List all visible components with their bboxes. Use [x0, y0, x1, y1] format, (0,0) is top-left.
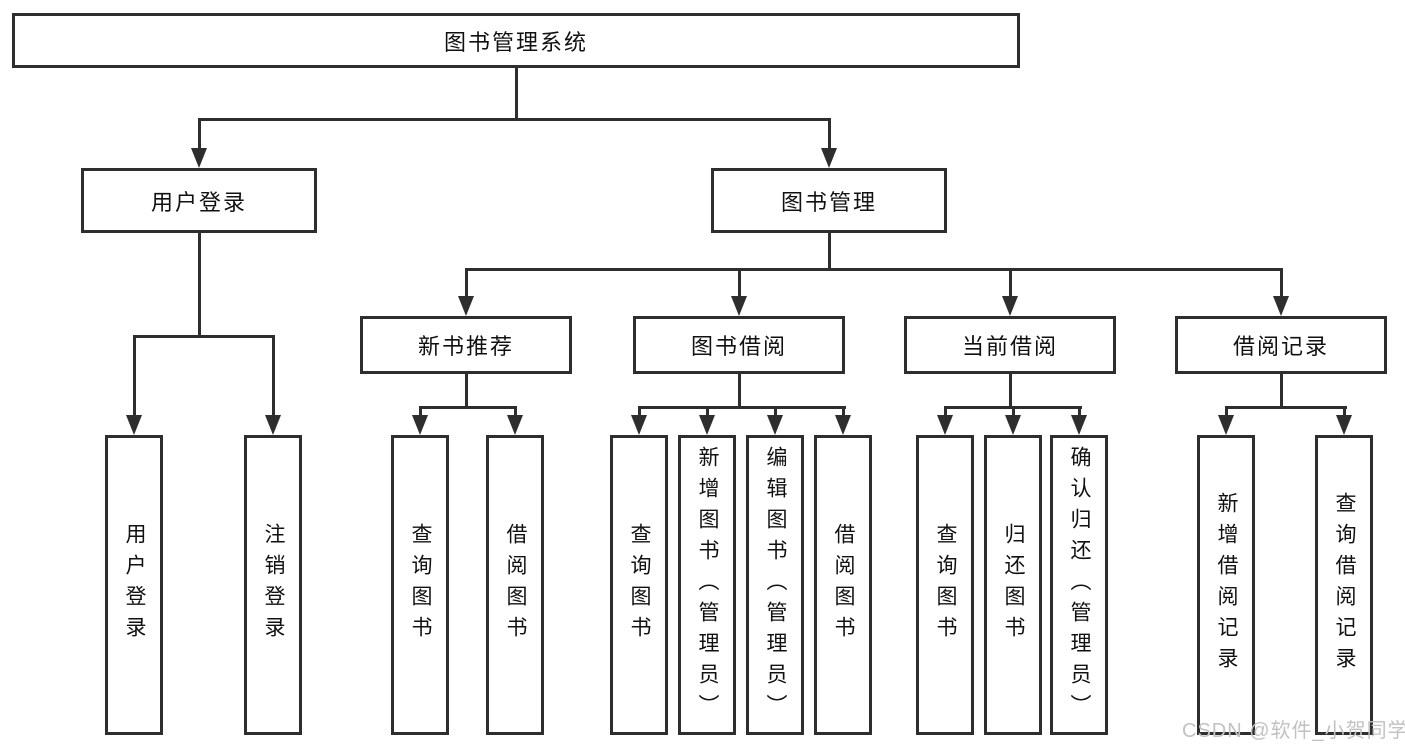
node-borrowing-records: 借阅记录 — [1175, 316, 1387, 374]
leaf-query-books-recommend: 查询图书 — [391, 435, 449, 735]
arrowhead-down — [191, 148, 207, 168]
watermark-text: CSDN @软件_小贺同学 — [1182, 720, 1405, 742]
leaf-edit-book-admin: 编辑图书（管理员） — [746, 435, 804, 735]
connector-line — [1280, 268, 1283, 298]
connector-line — [944, 406, 947, 418]
connector-line — [198, 118, 831, 121]
connector-line — [419, 406, 422, 418]
arrowhead-down — [835, 415, 851, 435]
connector-line — [828, 118, 831, 150]
connector-line — [465, 268, 1283, 271]
arrowhead-down — [767, 415, 783, 435]
connector-line — [828, 233, 831, 268]
arrowhead-down — [1218, 415, 1234, 435]
connector-line — [514, 406, 517, 418]
connector-line — [1009, 268, 1012, 298]
arrowhead-down — [507, 415, 523, 435]
connector-line — [1280, 374, 1283, 406]
node-user-login: 用户登录 — [81, 168, 317, 233]
leaf-add-book-admin: 新增图书（管理员） — [678, 435, 736, 735]
arrowhead-down — [1002, 296, 1018, 316]
connector-line — [272, 335, 275, 417]
leaf-logout: 注销登录 — [244, 435, 302, 735]
node-book-management: 图书管理 — [711, 168, 947, 233]
leaf-return-book: 归还图书 — [984, 435, 1042, 735]
arrowhead-down — [265, 415, 281, 435]
connector-line — [1225, 406, 1347, 409]
leaf-borrow-books: 借阅图书 — [814, 435, 872, 735]
arrowhead-down — [699, 415, 715, 435]
connector-line — [1225, 406, 1228, 418]
arrowhead-down — [1273, 296, 1289, 316]
connector-line — [774, 406, 777, 418]
connector-line — [465, 268, 468, 298]
connector-line — [1012, 406, 1015, 418]
arrowhead-down — [821, 148, 837, 168]
connector-line — [1078, 406, 1081, 418]
arrowhead-down — [1336, 415, 1352, 435]
leaf-query-books-current: 查询图书 — [916, 435, 974, 735]
leaf-borrow-books-recommend: 借阅图书 — [486, 435, 544, 735]
connector-line — [198, 233, 201, 335]
leaf-confirm-return-admin: 确认归还（管理员） — [1050, 435, 1108, 735]
node-current-borrowing: 当前借阅 — [904, 316, 1116, 374]
leaf-query-books-borrowing: 查询图书 — [610, 435, 668, 735]
node-book-borrowing: 图书借阅 — [633, 316, 845, 374]
node-new-book-recommend: 新书推荐 — [360, 316, 572, 374]
arrowhead-down — [458, 296, 474, 316]
arrowhead-down — [731, 296, 747, 316]
connector-line — [738, 374, 741, 406]
connector-line — [1343, 406, 1346, 418]
connector-line — [1009, 374, 1012, 406]
connector-line — [198, 118, 201, 150]
connector-line — [133, 335, 274, 338]
connector-line — [133, 335, 136, 417]
arrowhead-down — [1071, 415, 1087, 435]
connector-line — [638, 406, 846, 409]
arrowhead-down — [1005, 415, 1021, 435]
connector-line — [638, 406, 641, 418]
connector-line — [515, 68, 518, 118]
node-root: 图书管理系统 — [12, 13, 1020, 68]
connector-line — [419, 406, 517, 409]
leaf-user-login: 用户登录 — [105, 435, 163, 735]
connector-line — [842, 406, 845, 418]
connector-line — [465, 374, 468, 406]
leaf-query-borrow-record: 查询借阅记录 — [1315, 435, 1373, 735]
arrowhead-down — [412, 415, 428, 435]
leaf-add-borrow-record: 新增借阅记录 — [1197, 435, 1255, 735]
arrowhead-down — [937, 415, 953, 435]
arrowhead-down — [126, 415, 142, 435]
connector-line — [738, 268, 741, 298]
arrowhead-down — [631, 415, 647, 435]
connector-line — [706, 406, 709, 418]
